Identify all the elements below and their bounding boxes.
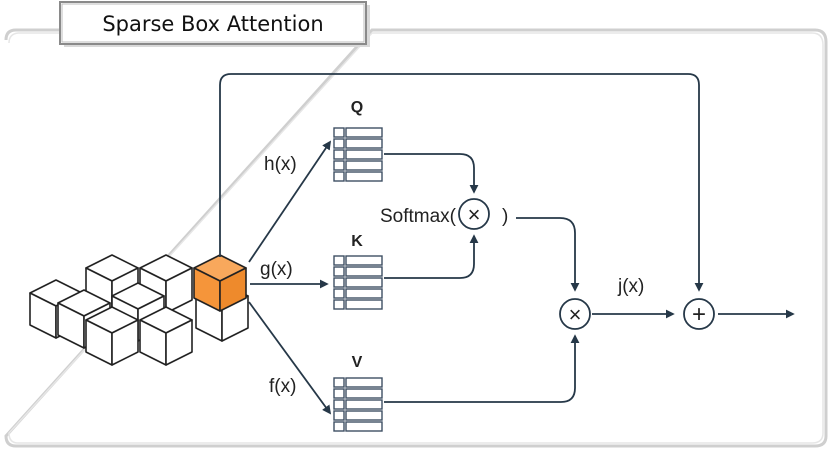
k-to-mult-arrow [384, 234, 479, 279]
value-multiply-operator: × [559, 298, 591, 330]
softmax-to-mult-arrow [516, 217, 580, 292]
multiply-symbol: × [569, 302, 582, 327]
v-matrix [333, 377, 383, 432]
f-arrow [248, 301, 332, 415]
box-grid [29, 254, 249, 366]
f-label: f(x) [269, 376, 296, 397]
h-arrow [248, 140, 332, 263]
arrows [219, 73, 795, 415]
highlighted-box [193, 254, 247, 312]
k-matrix [333, 255, 383, 310]
j-label: j(x) [617, 276, 644, 297]
q-matrix [333, 127, 383, 182]
add-symbol: + [692, 301, 706, 328]
multiply-symbol: × [468, 202, 481, 227]
h-label: h(x) [264, 154, 297, 175]
outer-frame [4, 28, 828, 448]
g-label: g(x) [260, 259, 293, 280]
v-to-mult-arrow [384, 334, 580, 403]
k-label: K [351, 233, 363, 250]
softmax-open-label: Softmax( [380, 206, 457, 227]
softmax-close-label: ) [502, 206, 508, 227]
diagram-title: Sparse Box Attention [102, 12, 323, 36]
q-to-mult-arrow [384, 153, 479, 194]
softmax-multiply-operator: × [458, 198, 490, 230]
v-label: V [352, 354, 363, 371]
title-box: Sparse Box Attention [59, 1, 370, 47]
add-operator: + [683, 298, 715, 330]
skip-connection-arrow [219, 73, 704, 292]
q-label: Q [351, 99, 363, 116]
